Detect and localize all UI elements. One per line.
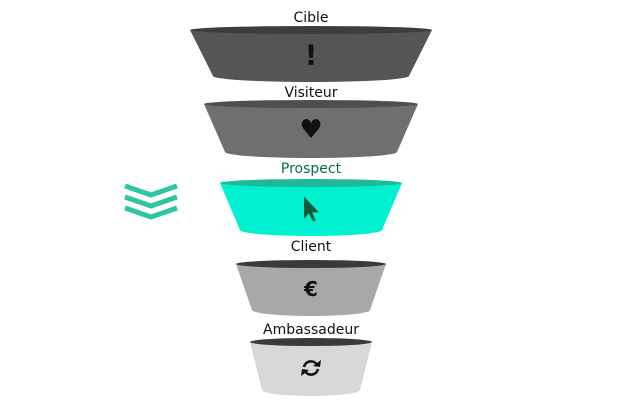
stage-label: Ambassadeur [263,322,359,338]
funnel-segment [204,104,418,158]
funnel-segment-rim [236,260,386,268]
funnel-stage-prospect: Prospect [220,161,402,236]
funnel-segment-rim [250,338,372,346]
funnel-segment [190,30,432,82]
refresh-icon [301,360,321,376]
funnel-stage-cible: Cible! [190,10,432,82]
chevrons-down-icon [124,183,178,220]
svg-text:!: ! [305,39,318,72]
stage-label: Visiteur [284,85,337,101]
funnel-stage-ambassadeur: Ambassadeur [250,322,372,396]
funnel-segment-rim [204,100,418,108]
euro-icon: € [303,277,318,301]
svg-text:€: € [303,277,318,301]
stage-label: Client [291,239,332,255]
funnel-segment [250,342,372,396]
funnel-stage-client: Client € [236,239,386,316]
svg-text:♥: ♥ [299,115,322,145]
funnel-segment-rim [190,26,432,34]
stage-label: Prospect [281,161,342,177]
heart-icon: ♥ [299,115,322,145]
funnel-stage-visiteur: Visiteur ♥ [204,85,418,158]
exclamation-icon: ! [305,39,318,72]
funnel-segment [236,264,386,316]
cursor-icon [304,196,319,222]
stage-label: Cible [293,10,328,26]
funnel-segment-rim [220,179,402,187]
